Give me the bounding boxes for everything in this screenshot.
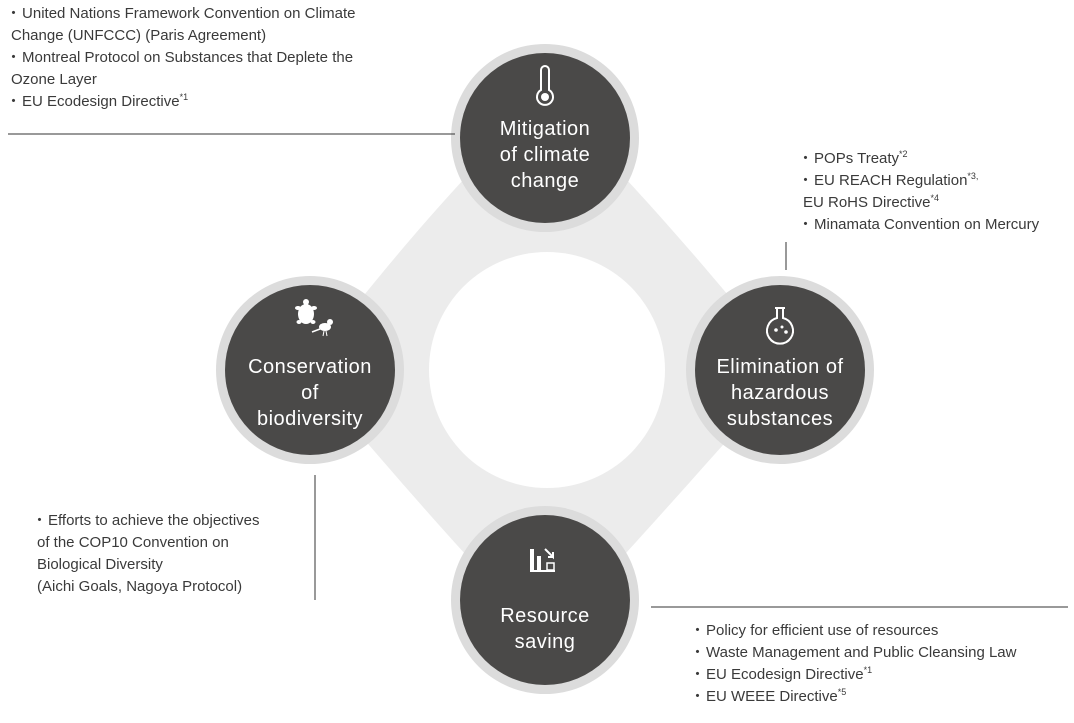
circle-mitigation [460, 53, 630, 223]
flask-icon [766, 307, 794, 345]
note-hazardous: POPs Treaty*2 EU REACH Regulation*3, EU … [798, 148, 1039, 236]
note-biodiversity-item: Biological Diversity [37, 556, 163, 573]
note-climate-item: EU Ecodesign Directive*1 [6, 91, 430, 113]
note-hazardous-item: EU RoHS Directive*4 [803, 193, 940, 212]
turtle-bird-icon [295, 299, 333, 337]
label-resource: Resource saving [500, 605, 590, 653]
note-climate-item: Montreal Protocol on Substances that Dep… [6, 47, 430, 69]
connecting-band [305, 95, 790, 640]
label-mitigation: Mitigation of climate change [499, 118, 591, 192]
note-climate: United Nations Framework Convention on C… [6, 3, 430, 113]
note-resource: Policy for efficient use of resources Wa… [690, 620, 1016, 708]
note-biodiversity-item: (Aichi Goals, Nagoya Protocol) [37, 578, 243, 595]
label-biodiversity: Conservation of biodiversity [248, 356, 372, 430]
circle-hazardous [695, 285, 865, 455]
note-biodiversity-item: Efforts to achieve the objectives [32, 510, 260, 532]
note-climate-item: United Nations Framework Convention on C… [6, 3, 430, 25]
bar-chart-reduce-icon [530, 548, 555, 572]
note-biodiversity-item: of the COP10 Convention on [37, 534, 229, 551]
note-biodiversity: Efforts to achieve the objectives of the… [32, 510, 260, 598]
note-climate-item: Ozone Layer [11, 71, 97, 88]
circle-biodiversity [225, 285, 395, 455]
label-hazardous: Elimination of hazardous substances [716, 356, 844, 430]
note-resource-item: EU WEEE Directive*5 [690, 686, 1016, 708]
note-hazardous-item: POPs Treaty*2 [798, 148, 1039, 170]
note-resource-item: Policy for efficient use of resources [690, 620, 1016, 642]
note-resource-item: EU Ecodesign Directive*1 [690, 664, 1016, 686]
circle-resource [460, 515, 630, 685]
note-hazardous-item: Minamata Convention on Mercury [798, 214, 1039, 236]
note-climate-item: Change (UNFCCC) (Paris Agreement) [11, 27, 267, 44]
thermometer-icon [536, 65, 554, 106]
note-resource-item: Waste Management and Public Cleansing La… [690, 642, 1016, 664]
note-hazardous-item: EU REACH Regulation*3, [798, 170, 1039, 192]
